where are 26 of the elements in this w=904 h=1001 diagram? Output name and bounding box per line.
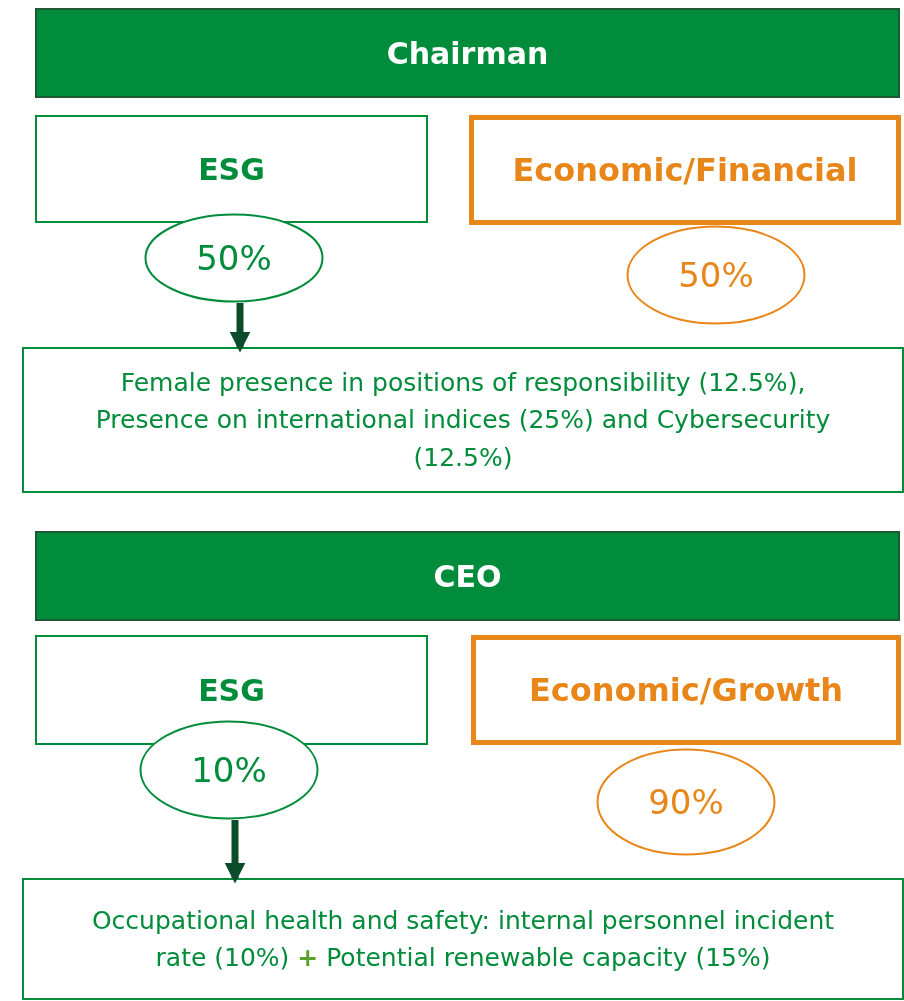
description-text: Female presence in positions of responsibility (12.5%), Presence on international indices (25%) and Cybersecurity (12.5%) — [94, 366, 832, 474]
role-title: CEO — [433, 557, 502, 596]
role-title: Chairman — [386, 34, 549, 73]
category-label: Economic/Financial — [512, 150, 858, 191]
title-banner — [35, 531, 900, 621]
description-text: Occupational health and safety: internal personnel incident rate (10%) + Potential renewable capacity (15%) — [90, 904, 836, 974]
category-box — [471, 635, 901, 745]
category-label: ESG — [198, 671, 265, 710]
category-box — [35, 115, 428, 223]
category-label: Economic/Growth — [528, 670, 844, 711]
percentage-ellipse — [596, 748, 776, 856]
percentage-ellipse — [144, 213, 324, 303]
percentage-value: 90% — [648, 780, 724, 824]
description-box — [22, 347, 904, 493]
category-box — [469, 115, 901, 225]
percentage-ellipse — [626, 225, 806, 325]
description-box — [22, 878, 904, 1000]
category-box — [35, 635, 428, 745]
arrow — [224, 820, 246, 884]
percentage-value: 50% — [196, 236, 272, 280]
percentage-value: 50% — [678, 253, 754, 297]
percentage-ellipse — [139, 720, 319, 820]
percentage-value: 10% — [191, 748, 267, 792]
title-banner — [35, 8, 900, 98]
arrow — [229, 303, 251, 353]
category-label: ESG — [198, 150, 265, 189]
